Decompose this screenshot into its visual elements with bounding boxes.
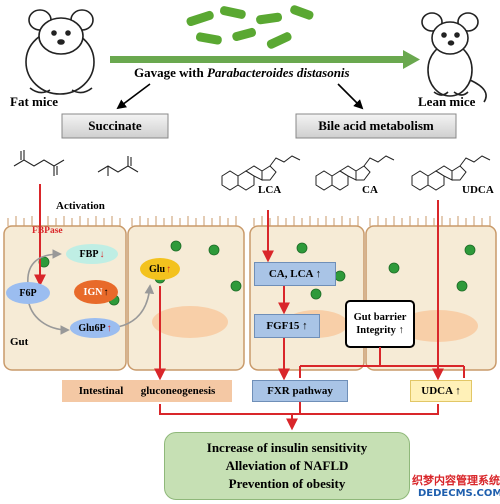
fat-mice-label: Fat mice: [10, 94, 59, 109]
fbpase-label: FBPase: [32, 226, 63, 236]
succinate-box-bg: [61, 113, 169, 139]
bacterium: [256, 12, 283, 25]
lca-label: LCA: [258, 184, 282, 196]
granule: [170, 240, 182, 252]
gut-label: Gut: [10, 336, 29, 348]
granule: [334, 270, 346, 282]
gut-cell: [365, 225, 497, 371]
outcome-nafld: Alleviation of NAFLD: [225, 458, 349, 474]
granule: [208, 244, 220, 256]
bacterium: [186, 10, 214, 27]
cycle-arrow-f6p-up: [27, 249, 62, 286]
arrow-down-icon: ↓: [99, 248, 105, 260]
ign-oval: IGN↑: [74, 280, 118, 304]
fbp-oval: FBP↓: [66, 244, 118, 264]
granule: [310, 288, 322, 300]
gut-cell: [127, 225, 245, 371]
outcome-obesity: Prevention of obesity: [228, 475, 346, 491]
steroid-ca: [315, 155, 395, 191]
gavage-label: Gavage with Parabacteroides distasonis: [134, 65, 350, 81]
bacterium: [266, 32, 292, 49]
fxr-pathway-box: FXR pathway: [252, 380, 348, 402]
arrow-to-bile-acid: [337, 83, 364, 110]
arrow-to-succinate: [116, 83, 151, 110]
succinate-molecule-2: [97, 156, 139, 176]
granule: [230, 280, 242, 292]
outcomes-box: Increase of insulin sensitivity Alleviat…: [164, 432, 410, 500]
steroid-lca: [221, 155, 301, 191]
gavage-species: Parabacteroides distasonis: [206, 65, 350, 80]
succinate-box: Succinate: [88, 118, 142, 133]
granule: [388, 262, 400, 274]
gut-barrier-line2: Integrity ↑: [356, 325, 404, 336]
watermark-en: DEDECMS.COM: [418, 488, 500, 499]
ca-lca-box: CA, LCA ↑: [254, 262, 336, 286]
granule: [296, 242, 308, 254]
gavage-prefix: Gavage with: [134, 65, 207, 80]
fgf15-box: FGF15 ↑: [254, 314, 320, 338]
bacteria-group: [186, 5, 314, 49]
intestinal-gluconeogenesis-box: Intestinal gluconeogenesis: [62, 380, 232, 402]
granule: [456, 280, 468, 292]
udca-up-box: UDCA ↑: [410, 380, 472, 402]
fat-mouse-icon: [25, 9, 95, 95]
bacterium: [290, 5, 314, 20]
f6p-oval: F6P: [6, 282, 50, 304]
gut-barrier-line1: Gut barrier: [353, 311, 407, 323]
gavage-arrow: [110, 50, 420, 69]
bacterium: [195, 32, 222, 45]
gut-barrier-box: Gut barrier Integrity ↑: [346, 301, 414, 347]
lean-mice-label: Lean mice: [418, 94, 476, 109]
bile-acid-box: Bile acid metabolism: [318, 118, 434, 133]
activation-label: Activation: [56, 200, 105, 212]
arrow-up-icon: ↑: [106, 322, 112, 334]
ca-label: CA: [362, 184, 378, 196]
steroid-udca: [411, 155, 491, 191]
glu-oval: Glu↑: [140, 258, 180, 280]
cell-nucleus: [152, 306, 228, 338]
bacterium: [219, 6, 246, 19]
arrow-up-icon: ↑: [166, 263, 172, 275]
bile-acid-box-bg: [295, 113, 457, 139]
bacterium: [232, 27, 256, 42]
udca-label: UDCA: [462, 184, 494, 196]
succinate-molecule-1: [13, 150, 65, 176]
lean-mouse-icon: [421, 12, 487, 103]
outcome-insulin: Increase of insulin sensitivity: [206, 440, 368, 456]
arrow-up-icon: ↑: [103, 286, 109, 298]
glu6p-oval: Glu6P↑: [70, 318, 120, 338]
watermark-cn: 织梦内容管理系统: [412, 474, 500, 487]
granule: [464, 244, 476, 256]
